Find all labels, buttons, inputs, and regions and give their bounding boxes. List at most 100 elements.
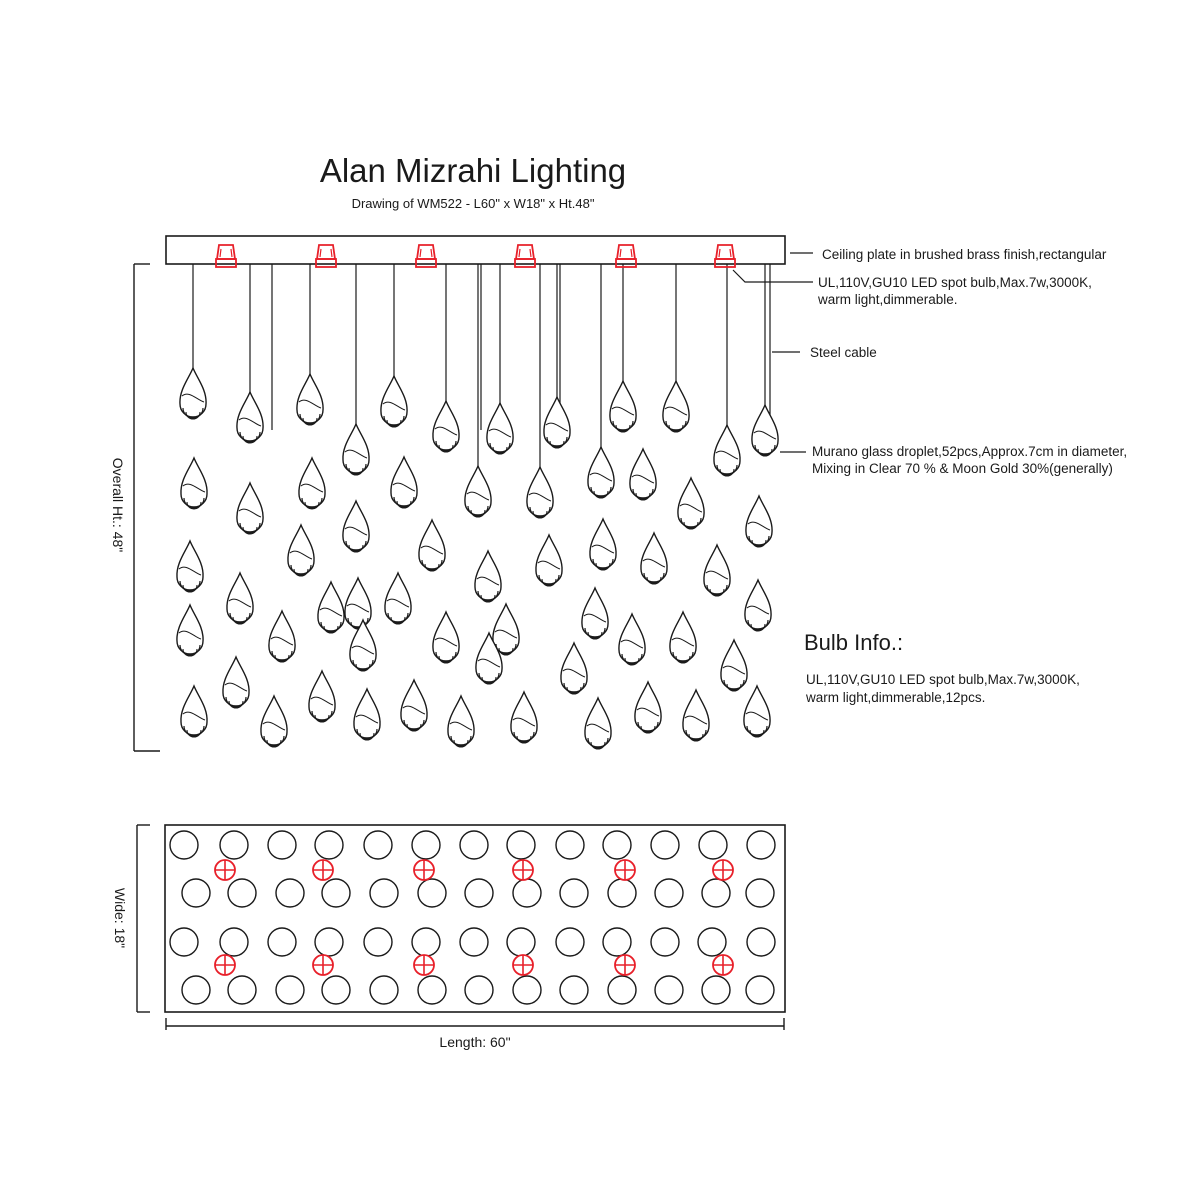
- droplet-plan-circle: [412, 831, 440, 859]
- plan-view-droplets: [170, 831, 775, 1004]
- bulb-info-line2: warm light,dimmerable,12pcs.: [806, 689, 985, 706]
- glass-droplet: [714, 425, 740, 476]
- glass-droplet: [448, 696, 474, 747]
- droplet-plan-circle: [412, 928, 440, 956]
- droplet-plan-circle: [315, 831, 343, 859]
- glass-droplet: [630, 449, 656, 500]
- glass-droplet: [177, 541, 203, 592]
- glass-droplet: [487, 403, 513, 454]
- glass-droplet: [561, 643, 587, 694]
- glass-droplet: [678, 478, 704, 529]
- droplet-plan-circle: [513, 976, 541, 1004]
- plan-view-plate: [165, 825, 785, 1012]
- glass-droplet: [299, 458, 325, 509]
- glass-droplet: [381, 376, 407, 427]
- droplet-plan-circle: [560, 976, 588, 1004]
- glass-droplet: [511, 692, 537, 743]
- glass-droplet: [610, 381, 636, 432]
- droplet-plan-circle: [655, 976, 683, 1004]
- droplet-plan-circle: [370, 879, 398, 907]
- droplet-plan-circle: [220, 831, 248, 859]
- glass-droplet: [536, 535, 562, 586]
- length-label: Length: 60": [0, 1034, 950, 1050]
- glass-droplet: [744, 686, 770, 737]
- glass-droplet: [635, 682, 661, 733]
- glass-droplet: [590, 519, 616, 570]
- droplet-plan-circle: [465, 879, 493, 907]
- droplet-plan-circle: [370, 976, 398, 1004]
- bulb-plan-icon: [414, 860, 434, 880]
- glass-droplet: [177, 605, 203, 656]
- overall-height-label: Overall Ht.: 48": [110, 458, 126, 552]
- droplet-plan-circle: [228, 976, 256, 1004]
- droplet-plan-circle: [556, 928, 584, 956]
- droplet-plan-circle: [608, 879, 636, 907]
- droplet-plan-circle: [702, 976, 730, 1004]
- glass-droplet: [670, 612, 696, 663]
- glass-droplet: [433, 612, 459, 663]
- droplet-plan-circle: [268, 831, 296, 859]
- droplet-plan-circle: [651, 928, 679, 956]
- glass-droplet: [582, 588, 608, 639]
- droplet-plan-circle: [268, 928, 296, 956]
- glass-droplet: [619, 614, 645, 665]
- droplet-plan-circle: [364, 831, 392, 859]
- glass-droplet: [385, 573, 411, 624]
- droplet-plan-circle: [170, 831, 198, 859]
- droplet-plan-circle: [556, 831, 584, 859]
- bulb-plan-icon: [215, 955, 235, 975]
- droplet-plan-circle: [747, 928, 775, 956]
- glass-droplet: [237, 483, 263, 534]
- droplet-plan-circle: [651, 831, 679, 859]
- glass-droplet: [746, 496, 772, 547]
- droplet-plan-circle: [182, 879, 210, 907]
- droplet-plan-circle: [513, 879, 541, 907]
- glass-droplet: [180, 368, 206, 419]
- plan-view-bulbs: [215, 860, 733, 975]
- glass-droplet: [227, 573, 253, 624]
- droplet-plan-circle: [315, 928, 343, 956]
- glass-droplet: [309, 671, 335, 722]
- bulb-plan-icon: [313, 860, 333, 880]
- droplet-plan-circle: [465, 976, 493, 1004]
- bulb-plan-icon: [713, 955, 733, 975]
- droplet-plan-circle: [276, 879, 304, 907]
- glass-droplet: [663, 381, 689, 432]
- glass-droplet: [354, 689, 380, 740]
- bulb-plan-icon: [513, 860, 533, 880]
- bulb-plan-icon: [313, 955, 333, 975]
- width-label: Wide: 18": [112, 888, 128, 948]
- glass-droplet: [318, 582, 344, 633]
- bulb-plan-icon: [615, 860, 635, 880]
- droplet-plan-circle: [364, 928, 392, 956]
- glass-droplet: [721, 640, 747, 691]
- steel-cables: [193, 264, 770, 467]
- glass-droplet: [269, 611, 295, 662]
- droplet-plan-circle: [560, 879, 588, 907]
- height-dimension-line: [134, 264, 160, 751]
- droplet-plan-circle: [228, 879, 256, 907]
- droplet-plan-circle: [746, 879, 774, 907]
- droplet-plan-circle: [322, 879, 350, 907]
- droplet-plan-circle: [702, 879, 730, 907]
- ceiling-plate-callout: Ceiling plate in brushed brass finish,re…: [822, 246, 1106, 263]
- droplet-plan-circle: [322, 976, 350, 1004]
- droplet-plan-circle: [220, 928, 248, 956]
- glass-droplet: [704, 545, 730, 596]
- droplet-plan-circle: [608, 976, 636, 1004]
- bulb-plan-icon: [414, 955, 434, 975]
- glass-droplet: [585, 698, 611, 749]
- droplet-plan-circle: [698, 928, 726, 956]
- bulb-callout-line2: warm light,dimmerable.: [818, 291, 958, 308]
- glass-droplet: [297, 374, 323, 425]
- glass-droplet: [544, 397, 570, 448]
- droplet-plan-circle: [460, 928, 488, 956]
- glass-droplet: [527, 467, 553, 518]
- glass-droplet: [752, 405, 778, 456]
- glass-droplet: [641, 533, 667, 584]
- bulb-callout-line1: UL,110V,GU10 LED spot bulb,Max.7w,3000K,: [818, 274, 1092, 291]
- glass-droplet: [261, 696, 287, 747]
- length-dimension-line: [166, 1018, 784, 1030]
